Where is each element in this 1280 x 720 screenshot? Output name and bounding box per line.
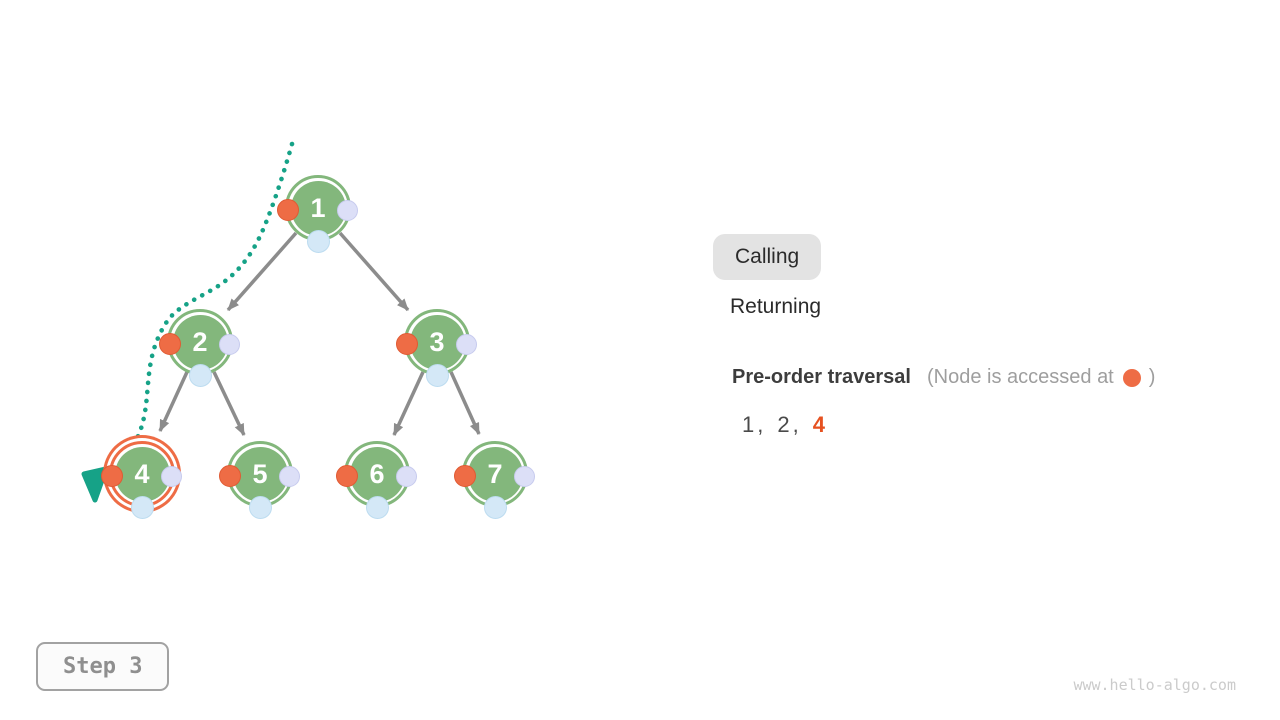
tree-node-2: 2 xyxy=(159,309,240,387)
node-circle: 2 xyxy=(172,314,228,370)
tree-node-4-current: 4 xyxy=(101,441,182,519)
current-position-arrow-icon xyxy=(81,466,109,503)
tree-edge-1-2 xyxy=(226,231,298,312)
tree-edge-1-3 xyxy=(338,231,410,312)
node-value: 7 xyxy=(487,458,503,489)
tree-node-1: 1 xyxy=(277,175,358,253)
inorder-marker-icon xyxy=(306,230,330,253)
access-dot-icon xyxy=(1122,368,1141,387)
legend-calling-active: Calling xyxy=(713,234,822,280)
note-suffix: ) xyxy=(1148,366,1156,388)
node-circle: 4 xyxy=(114,446,170,502)
inorder-marker-icon xyxy=(365,496,389,519)
node-value: 4 xyxy=(134,458,150,489)
node-value: 6 xyxy=(369,458,385,489)
node-circle: 5 xyxy=(232,446,288,502)
preorder-marker-icon xyxy=(219,465,241,487)
sequence-item: 2 xyxy=(777,412,790,437)
tree-node-5: 5 xyxy=(219,441,300,519)
preorder-marker-icon xyxy=(159,333,181,355)
preorder-marker-icon xyxy=(277,199,299,221)
step-indicator: Step 3 xyxy=(36,642,170,691)
node-circle: 3 xyxy=(409,314,465,370)
postorder-marker-icon xyxy=(514,466,535,487)
node-value: 5 xyxy=(252,458,268,489)
postorder-marker-icon xyxy=(219,334,240,355)
traversal-note: (Node is accessed at ) xyxy=(927,366,1155,389)
tree-edge-3-6 xyxy=(392,371,425,436)
postorder-marker-icon xyxy=(396,466,417,487)
inorder-marker-icon xyxy=(188,364,212,387)
preorder-marker-icon xyxy=(101,465,123,487)
inorder-marker-icon xyxy=(130,496,154,519)
watermark: www.hello-algo.com xyxy=(1073,676,1236,694)
node-value: 3 xyxy=(429,326,445,357)
preorder-marker-icon xyxy=(454,465,476,487)
postorder-marker-icon xyxy=(337,200,358,221)
postorder-marker-icon xyxy=(279,466,300,487)
tree-node-7: 7 xyxy=(454,441,535,519)
node-circle: 7 xyxy=(467,446,523,502)
traversal-sequence: 1 , 2 , 4 xyxy=(742,412,825,438)
sequence-item-current: 4 xyxy=(812,412,825,437)
postorder-marker-icon xyxy=(161,466,182,487)
node-value: 2 xyxy=(192,326,208,357)
node-value: 1 xyxy=(310,192,326,223)
node-circle: 1 xyxy=(290,180,346,236)
sequence-separator: , xyxy=(757,412,764,437)
sequence-separator: , xyxy=(792,412,799,437)
tree-edge-3-7 xyxy=(449,371,481,435)
legend-returning: Returning xyxy=(730,295,822,318)
traversal-header: Pre-order traversal (Node is accessed at… xyxy=(732,366,1155,389)
note-prefix: (Node is accessed at xyxy=(926,366,1114,388)
tree-edge-2-5 xyxy=(212,371,246,436)
tree-node-6: 6 xyxy=(336,441,417,519)
postorder-marker-icon xyxy=(456,334,477,355)
traversal-title: Pre-order traversal xyxy=(732,366,911,388)
preorder-marker-icon xyxy=(336,465,358,487)
tree-edge-2-4 xyxy=(158,371,189,432)
inorder-marker-icon xyxy=(248,496,272,519)
node-circle: 6 xyxy=(349,446,405,502)
inorder-marker-icon xyxy=(483,496,507,519)
sequence-item: 1 xyxy=(742,412,755,437)
tree-node-3: 3 xyxy=(396,309,477,387)
inorder-marker-icon xyxy=(425,364,449,387)
preorder-marker-icon xyxy=(396,333,418,355)
